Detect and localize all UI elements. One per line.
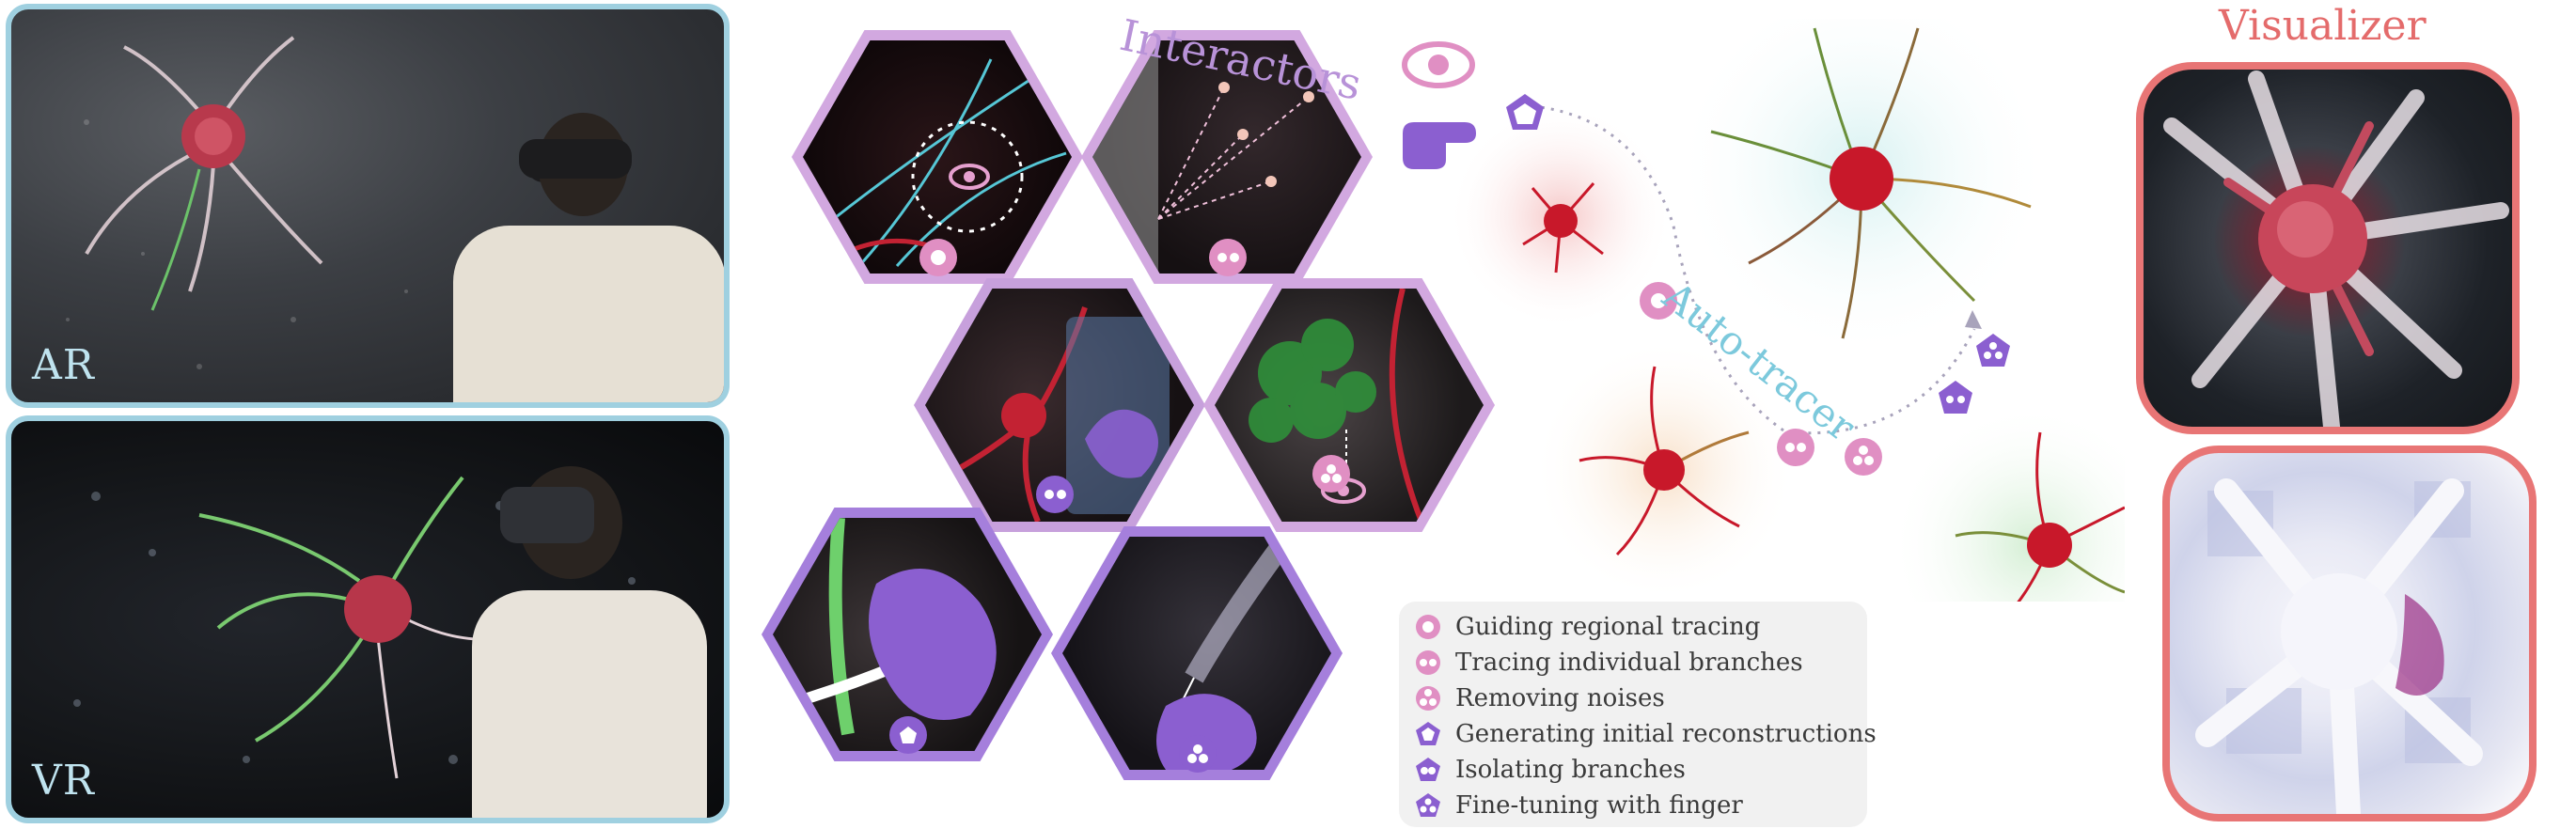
two-dot-circle-icon (1414, 649, 1442, 677)
ar-person-body (453, 226, 724, 402)
hollow-pentagon-icon (1414, 720, 1442, 748)
legend-item: Removing noises (1414, 680, 1852, 716)
pointing-hand-icon (1399, 117, 1480, 175)
ar-headset-visor (519, 139, 632, 179)
vr-person-body (472, 590, 707, 818)
visualizer-render-panel (2136, 62, 2520, 434)
legend-item: Tracing individual branches (1414, 645, 1852, 680)
two-dot-circle-icon (1209, 239, 1247, 276)
ar-neuron-hologram (66, 36, 408, 369)
interactor-hex-reconstruction (762, 508, 1053, 761)
neuron-branches-illustration (820, 58, 1067, 269)
two-dot-pentagon-icon (1036, 476, 1074, 513)
ar-photo-panel: AR (6, 4, 730, 408)
three-dot-circle-icon (1414, 684, 1442, 712)
autotracer-diagram (1448, 19, 2125, 602)
legend-item: Generating initial reconstructions (1414, 716, 1877, 752)
rendered-neuron-illustration (2163, 70, 2509, 427)
legend-label: Guiding regional tracing (1455, 613, 1761, 641)
vr-headset (500, 487, 594, 543)
interactor-hex-finetune (1051, 526, 1343, 780)
vr-photo-panel: VR (6, 415, 730, 823)
noise-blobs-illustration (1249, 289, 1424, 522)
isolating-branches-illustration (942, 306, 1170, 522)
interactor-hex-isolating (914, 278, 1205, 532)
eye-icon (949, 161, 990, 196)
legend-label: Removing noises (1455, 684, 1665, 712)
three-dot-pentagon-icon (1179, 735, 1217, 773)
interactor-hex-guiding (792, 30, 1083, 284)
eye-icon (1401, 39, 1476, 94)
legend-label: Isolating branches (1455, 756, 1686, 784)
two-dot-pentagon-icon (1414, 756, 1442, 784)
ar-label: AR (32, 341, 95, 389)
hollow-circle-icon (1414, 613, 1442, 641)
three-dot-pentagon-icon (1414, 791, 1442, 820)
density-map-illustration (2195, 478, 2483, 814)
visualizer-density-panel (2162, 446, 2537, 821)
legend-item: Isolating branches (1414, 752, 1852, 788)
three-dot-circle-icon (1312, 455, 1350, 493)
legend: Guiding regional tracing Tracing individ… (1399, 602, 1877, 827)
hollow-circle-icon (919, 239, 957, 276)
vr-neuron-scene (73, 476, 636, 779)
legend-item: Fine-tuning with finger (1414, 788, 1852, 823)
legend-label: Fine-tuning with finger (1455, 791, 1743, 820)
legend-item: Guiding regional tracing (1414, 609, 1852, 645)
visualizer-title: Visualizer (2219, 2, 2427, 50)
legend-label: Tracing individual branches (1455, 649, 1803, 677)
vr-label: VR (32, 757, 95, 805)
legend-label: Generating initial reconstructions (1455, 720, 1877, 748)
hollow-pentagon-icon (889, 716, 927, 754)
